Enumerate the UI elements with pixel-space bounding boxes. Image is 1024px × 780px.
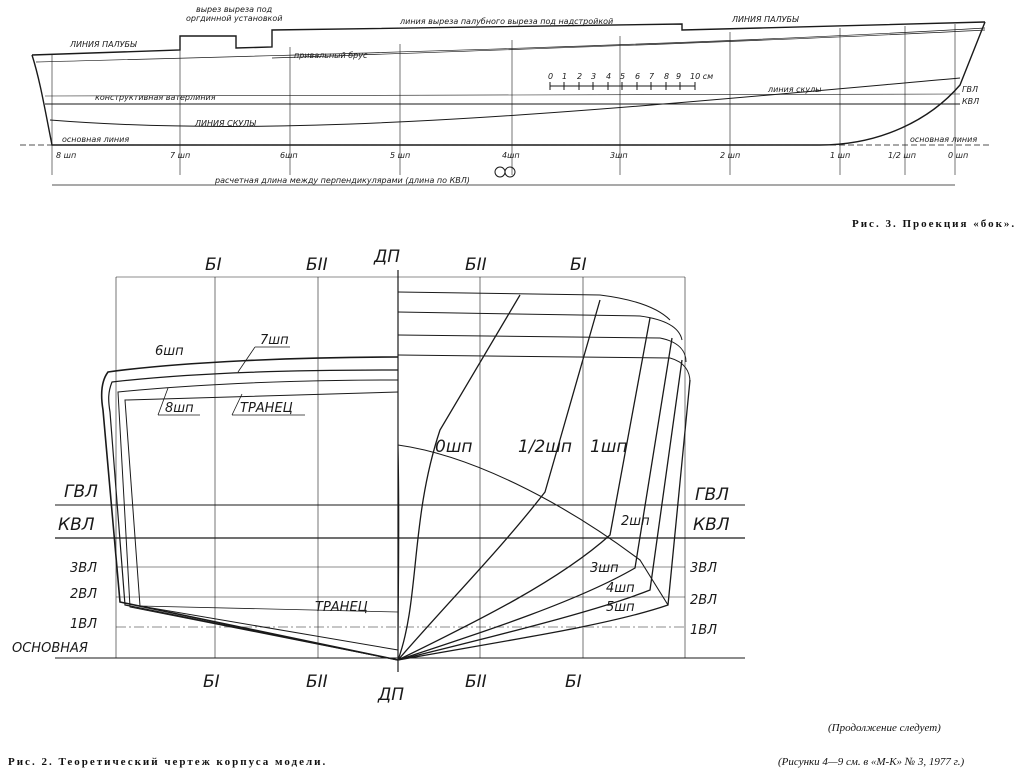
station-label: 6шп: [280, 151, 298, 160]
svg-text:7: 7: [649, 72, 655, 81]
scale-ticks: 0 1 2 3 4 5 6 7 8 9 10 см: [548, 72, 713, 81]
axis-bottom-b1-right: БI: [565, 672, 582, 692]
cutout-label-top: вырез выреза под: [196, 5, 273, 14]
bow-sections: [397, 291, 691, 661]
svg-text:3: 3: [591, 72, 596, 81]
right-label-3vl: 3ВЛ: [690, 561, 717, 576]
side-view-labels: ЛИНИЯ ПАЛУБЫ вырез выреза под оргдинной …: [56, 5, 979, 185]
axis-bottom-b2-left: БII: [306, 672, 328, 692]
body-plan-right-labels: ГВЛ КВЛ 3ВЛ 2ВЛ 1ВЛ: [690, 485, 730, 638]
cutout-line-label: линия выреза палубного выреза под надстр…: [399, 17, 613, 26]
svg-text:10 см: 10 см: [690, 72, 713, 81]
axis-top-b1-left: БI: [205, 255, 222, 275]
body-plan-top-axis: БI БII ДП БII БI: [205, 247, 587, 275]
left-label-gvl: ГВЛ: [64, 482, 98, 502]
left-label-kvl: КВЛ: [58, 515, 95, 535]
length-note: расчетная длина между перпендикулярами (…: [214, 176, 470, 185]
body-plan-left-labels: ГВЛ КВЛ 3ВЛ 2ВЛ 1ВЛ ОСНОВНАЯ: [12, 482, 98, 656]
axis-top-dp: ДП: [373, 247, 400, 267]
side-kvl-label: КВЛ: [962, 97, 979, 106]
hull-profile: [31, 21, 986, 146]
label-0shp: 0шп: [435, 437, 473, 457]
baseline-right-label: основная линия: [910, 135, 977, 144]
side-box-label: привальный брус: [294, 51, 368, 60]
side-box-line: [271, 29, 986, 59]
axis-top-b2-left: БII: [306, 255, 328, 275]
deck-line-left-label: ЛИНИЯ ПАЛУБЫ: [69, 40, 137, 49]
stern-sections: [100, 356, 399, 661]
label-transom-low: ТРАНЕЦ: [315, 600, 368, 615]
label-8shp: 8шп: [165, 401, 194, 416]
axis-bottom-b1-left: БI: [203, 672, 220, 692]
side-gvl-label: ГВЛ: [962, 85, 978, 94]
deck-line-right-label: ЛИНИЯ ПАЛУБЫ: [731, 15, 799, 24]
right-label-1vl: 1ВЛ: [690, 623, 717, 638]
station-label: 1 шп: [830, 151, 850, 160]
chine-left-label: ЛИНИЯ СКУЛЫ: [194, 119, 256, 128]
chine-right-label: линия скулы: [767, 85, 822, 94]
station-label: 4шп: [502, 151, 520, 160]
stern-labels: 6шп 7шп 8шп ТРАНЕЦ ТРАНЕЦ: [155, 333, 368, 615]
station-label: 7 шп: [170, 151, 190, 160]
label-05shp: 1/2шп: [518, 437, 572, 457]
cutout-label-bottom: оргдинной установкой: [186, 14, 282, 23]
right-label-kvl: КВЛ: [693, 515, 730, 535]
svg-text:2: 2: [577, 72, 582, 81]
svg-text:6: 6: [635, 72, 640, 81]
svg-text:5: 5: [620, 72, 625, 81]
scale-bar: [549, 82, 696, 90]
label-transom: ТРАНЕЦ: [240, 401, 293, 416]
station-label: 2 шп: [720, 151, 740, 160]
baseline-left-label: основная линия: [62, 135, 129, 144]
label-6shp: 6шп: [155, 344, 184, 359]
axis-bottom-b2-right: БII: [465, 672, 487, 692]
svg-text:8: 8: [664, 72, 669, 81]
body-plan-grid: [55, 270, 745, 672]
figure-reference: (Рисунки 4—9 см. в «М-К» № 3, 1977 г.): [778, 756, 965, 768]
bow-labels: 0шп 1/2шп 1шп 2шп 3шп 4шп 5шп: [435, 437, 650, 615]
svg-text:1: 1: [562, 72, 567, 81]
continued-note: (Продолжение следует): [828, 722, 941, 734]
midship-symbol: [494, 166, 506, 178]
right-label-2vl: 2ВЛ: [690, 593, 717, 608]
chine-line: [49, 77, 961, 127]
label-1shp: 1шп: [590, 437, 628, 457]
axis-top-b1-right: БI: [570, 255, 587, 275]
body-plan-bottom-axis: БI БII ДП БII БI: [203, 672, 582, 705]
svg-text:9: 9: [676, 72, 681, 81]
label-3shp: 3шп: [590, 561, 619, 576]
label-2shp: 2шп: [621, 514, 650, 529]
waterline-label: конструктивная ватерлиния: [95, 93, 216, 102]
station-label: 5 шп: [390, 151, 410, 160]
station-label: 0 шп: [948, 151, 968, 160]
left-label-1vl: 1ВЛ: [70, 617, 97, 632]
side-view-caption: Рис. 3. Проекция «бок».: [852, 218, 1017, 230]
side-view: [20, 21, 990, 186]
station-label: 8 шп: [56, 151, 76, 160]
axis-top-b2-right: БII: [465, 255, 487, 275]
svg-text:4: 4: [606, 72, 611, 81]
axis-bottom-dp: ДП: [377, 685, 404, 705]
label-4shp: 4шп: [606, 581, 635, 596]
left-label-base: ОСНОВНАЯ: [12, 641, 88, 656]
station-label: 3шп: [610, 151, 628, 160]
figure-caption: Рис. 2. Теоретический чертеж корпуса мод…: [8, 756, 328, 768]
station-lines: [51, 24, 956, 175]
svg-text:0: 0: [548, 72, 553, 81]
deck-edge: [35, 27, 986, 63]
label-7shp: 7шп: [260, 333, 289, 348]
right-label-gvl: ГВЛ: [695, 485, 729, 505]
deck-line: [31, 21, 986, 56]
label-5shp: 5шп: [606, 600, 635, 615]
left-label-3vl: 3ВЛ: [70, 561, 97, 576]
station-label: 1/2 шп: [888, 151, 916, 160]
gvl-line: [44, 93, 961, 97]
left-label-2vl: 2ВЛ: [70, 587, 97, 602]
